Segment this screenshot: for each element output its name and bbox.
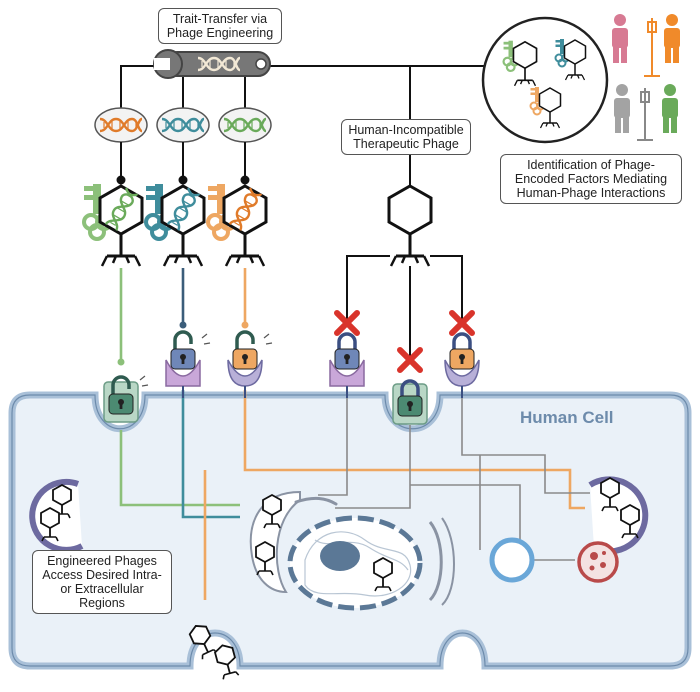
identification-label: Identification of Phage- Encoded Factors…: [500, 154, 682, 204]
engineered-phage-green: [82, 182, 144, 268]
unlocked-padlock-purple: [165, 330, 211, 398]
locked-padlock-orange: [444, 332, 480, 398]
trait-transfer-label: Trait-Transfer via Phage Engineering: [158, 8, 282, 44]
signal-lines: [117, 268, 590, 600]
engineered-phage-teal: [144, 182, 206, 268]
golgi-region: [249, 490, 338, 594]
engineered-access-label: Engineered Phages Access Desired Intra- …: [32, 550, 172, 614]
human-incompatible-label: Human-Incompatible Therapeutic Phage: [341, 119, 471, 155]
endosome-left: [29, 478, 84, 553]
lysosome: [577, 541, 619, 583]
iv-pole-icon: [644, 18, 660, 77]
locked-padlock-purple: [329, 332, 365, 398]
identification-circle: [481, 16, 609, 144]
incompatible-phage: [387, 184, 433, 268]
iv-pole-icon-gray: [637, 88, 653, 141]
dna-ellipse-teal: [156, 107, 210, 143]
locked-padlock-green: [392, 379, 428, 425]
engineered-phage-orange: [206, 182, 268, 268]
endosome-right: [588, 476, 649, 555]
unlocked-padlock-orange: [227, 330, 273, 398]
nucleus: [287, 515, 455, 611]
human-cell-label: Human Cell: [520, 408, 614, 427]
unlocked-padlock-green: [103, 375, 149, 423]
incompatible-branches: [346, 255, 463, 356]
dna-ellipse-green: [218, 107, 272, 143]
wrench-icon: [153, 49, 271, 79]
vesicle: [489, 537, 535, 583]
dna-ellipse-orange: [94, 107, 148, 143]
